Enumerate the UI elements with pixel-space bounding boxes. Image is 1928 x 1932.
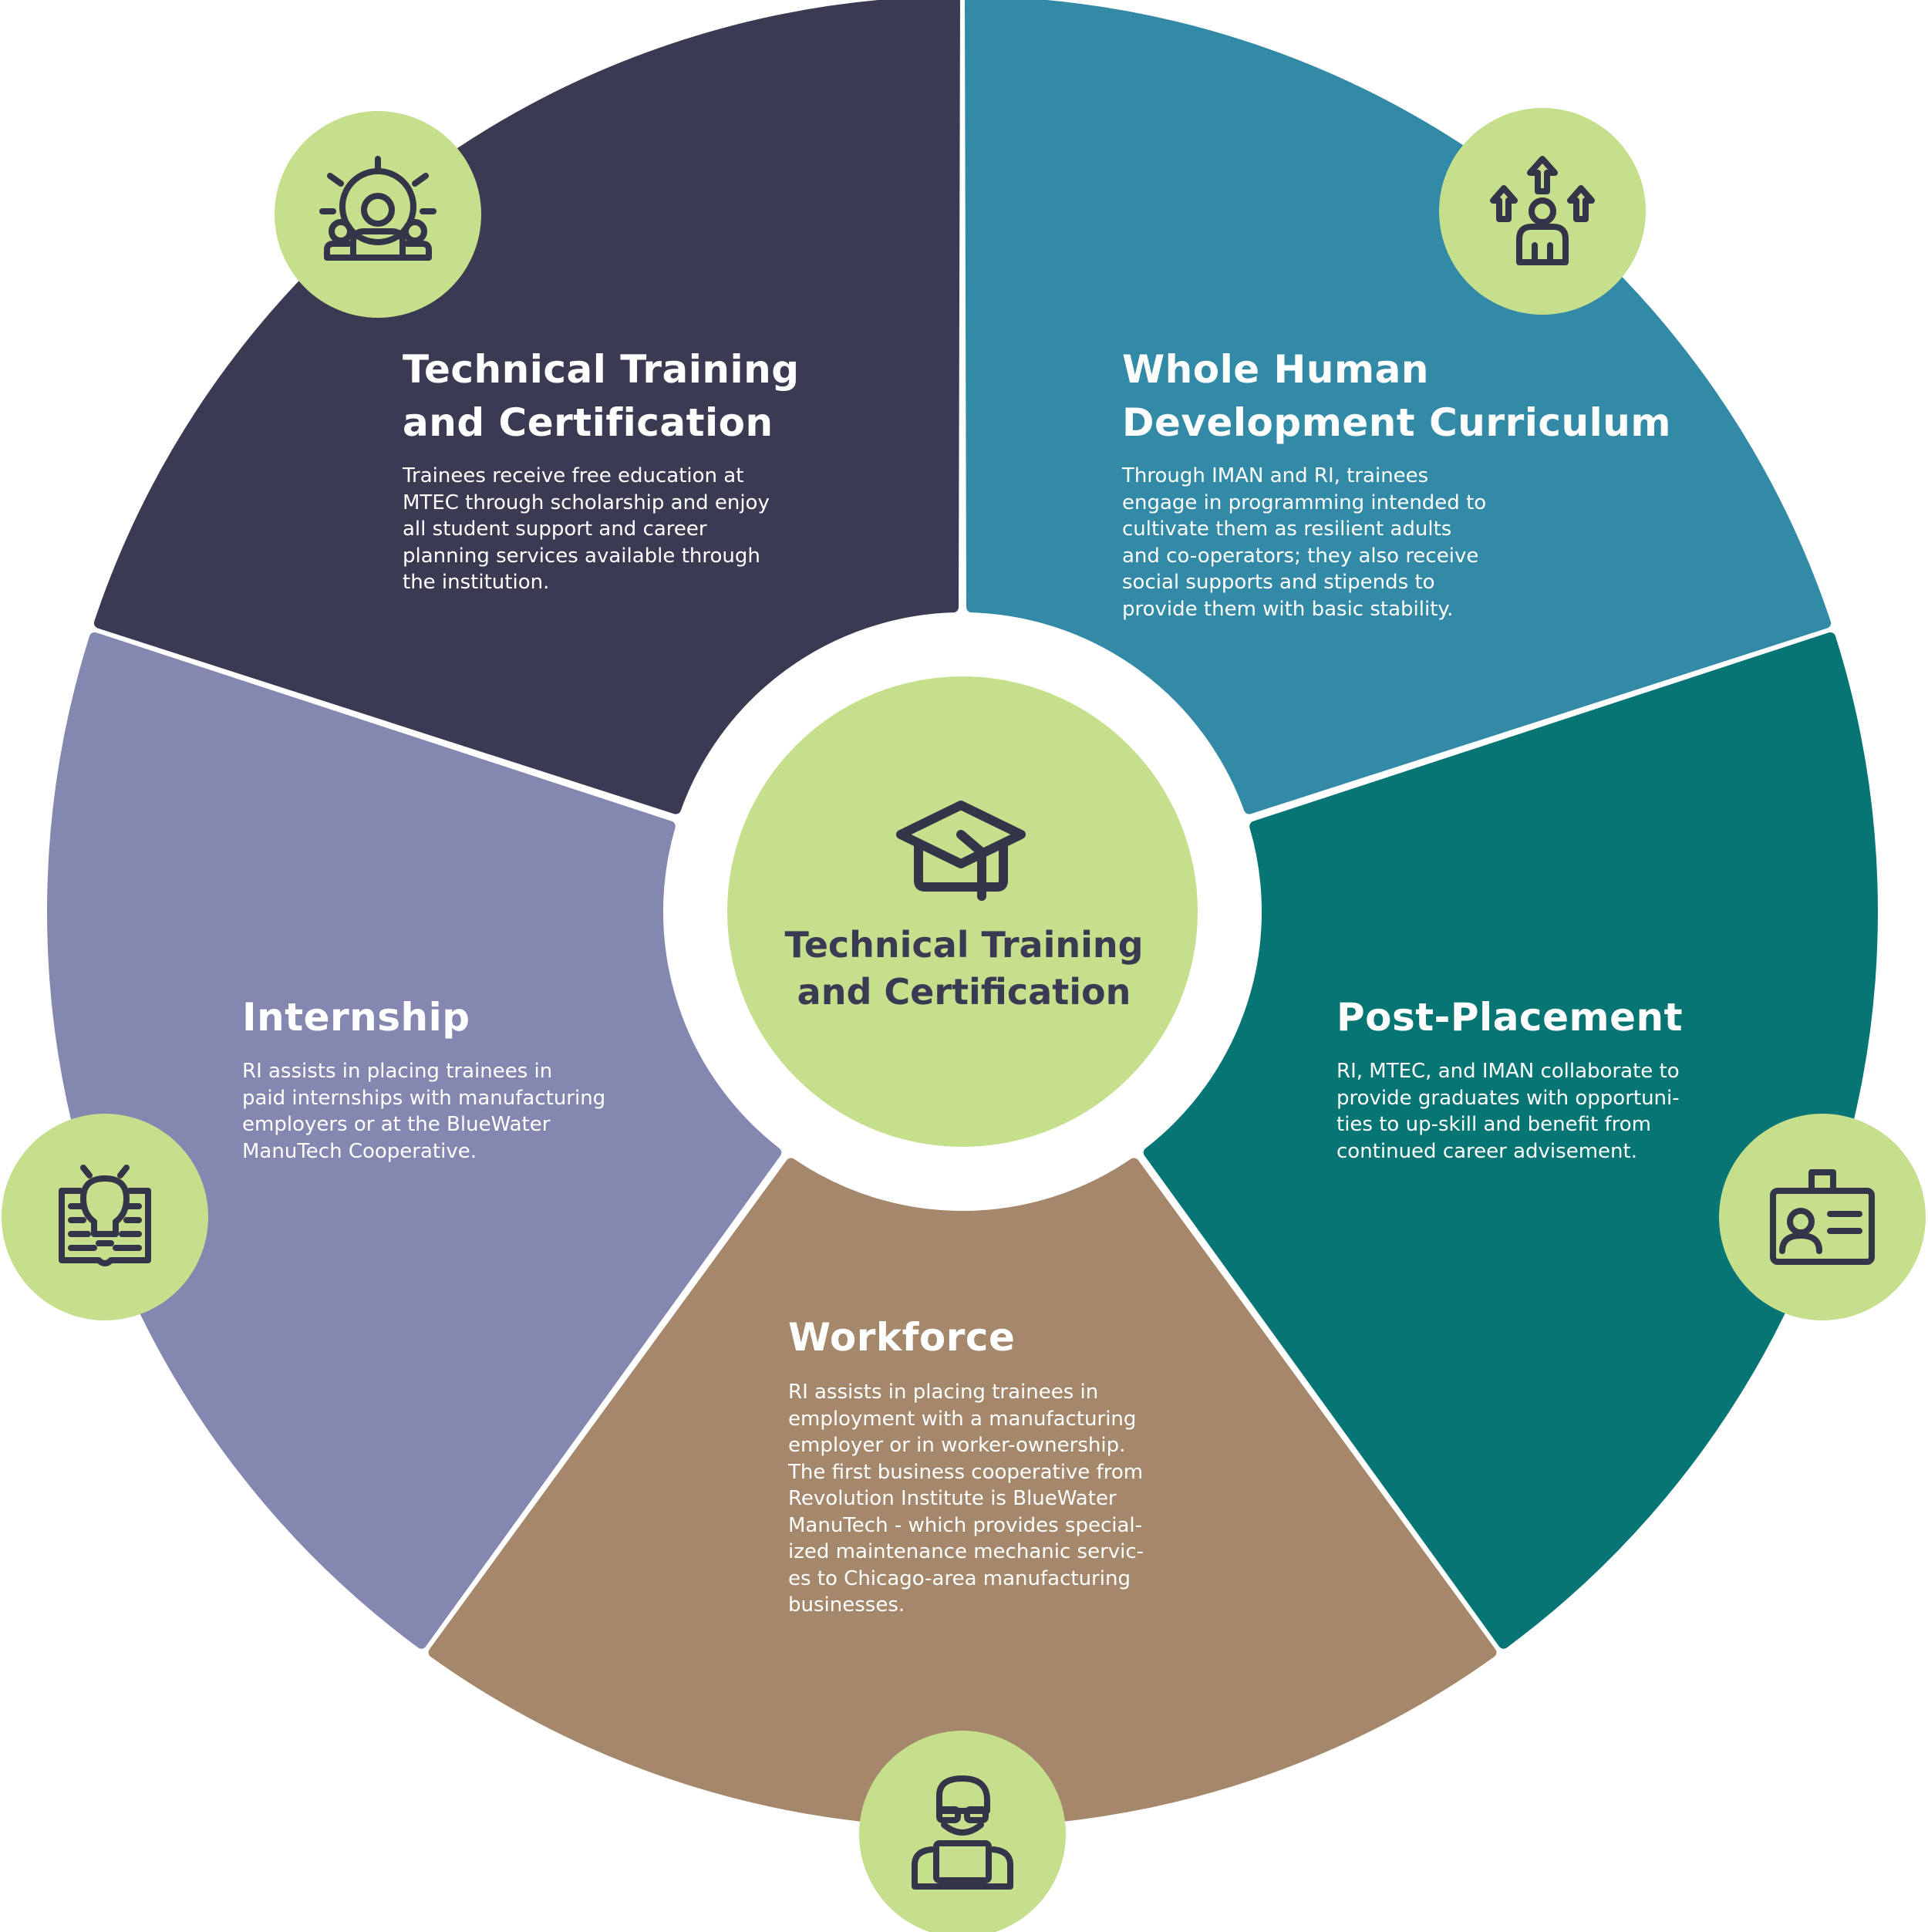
segment-title-line: Post-Placement bbox=[1336, 995, 1683, 1040]
segment-internship-body: RI assists in placing trainees in paid i… bbox=[242, 1060, 606, 1163]
badges-layer bbox=[2, 108, 1926, 1932]
badge-whole-human bbox=[1439, 108, 1646, 315]
segment-post-placement bbox=[1143, 632, 1878, 1649]
segment-title-line: Internship bbox=[242, 995, 470, 1040]
segment-title-line: Whole Human bbox=[1122, 347, 1429, 392]
person-growth-arrows-icon bbox=[1490, 156, 1595, 265]
segment-workforce bbox=[428, 1158, 1497, 1827]
hub bbox=[727, 676, 1198, 1147]
segment-whole-human bbox=[965, 0, 1832, 814]
segment-technical-training-title: Technical Training and Certification bbox=[403, 343, 800, 450]
segment-technical-training bbox=[93, 0, 960, 814]
segment-title-line: and Certification bbox=[403, 400, 774, 445]
hub-title-line-1: Technical Training bbox=[784, 924, 1144, 966]
hub-title-line-2: and Certification bbox=[797, 971, 1131, 1013]
segment-technical-training-body: Trainees receive free education at MTEC … bbox=[403, 464, 770, 594]
worker-laptop-icon bbox=[912, 1775, 1013, 1890]
segment-internship-title: Internship bbox=[242, 991, 470, 1044]
segment-post-placement-title: Post-Placement bbox=[1336, 991, 1683, 1044]
graduation-cap-icon bbox=[896, 801, 1026, 901]
segment-title-line: Development Curriculum bbox=[1122, 400, 1671, 445]
badge-technical-training bbox=[275, 111, 481, 318]
segment-internship bbox=[47, 632, 782, 1649]
segment-post-placement-body: RI, MTEC, and IMAN collaborate to provid… bbox=[1336, 1060, 1680, 1163]
people-gear-icon bbox=[319, 156, 436, 261]
segment-title-line: Workforce bbox=[788, 1315, 1016, 1360]
book-lightbulb-icon bbox=[59, 1165, 151, 1266]
segment-whole-human-body: Through IMAN and RI, trainees engage in … bbox=[1122, 464, 1487, 621]
segment-whole-human-title: Whole Human Development Curriculum bbox=[1122, 343, 1671, 450]
segment-title-line: Technical Training bbox=[403, 347, 800, 392]
segment-workforce-body: RI assists in placing trainees in employ… bbox=[788, 1381, 1144, 1617]
hub-circle bbox=[727, 676, 1198, 1147]
hub-title: Technical Training and Certification bbox=[725, 922, 1203, 1016]
segments-layer bbox=[47, 0, 1878, 1827]
segment-workforce-title: Workforce bbox=[788, 1311, 1015, 1364]
badge-post-placement bbox=[1719, 1114, 1926, 1320]
badge-internship bbox=[2, 1114, 208, 1320]
id-badge-icon bbox=[1770, 1169, 1875, 1265]
